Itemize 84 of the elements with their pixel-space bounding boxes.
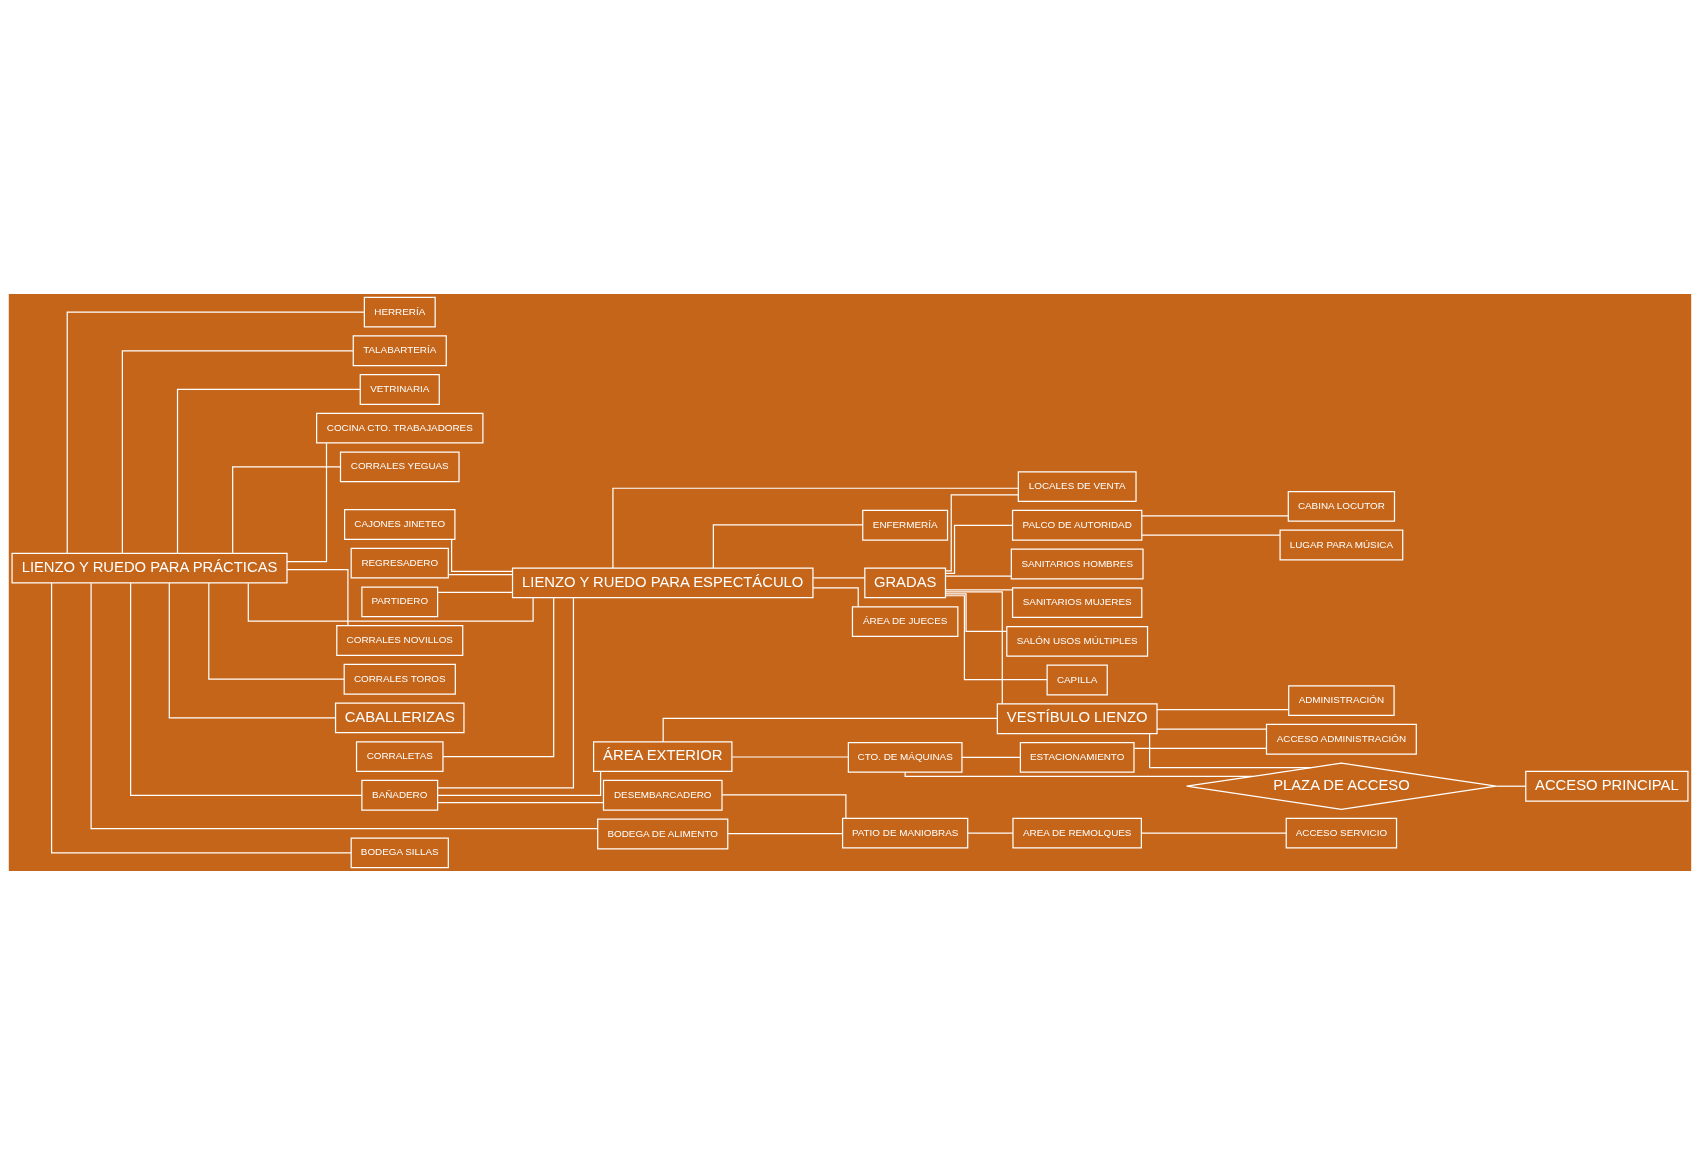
node-box: BAÑADERO xyxy=(361,779,439,811)
node-box: DESEMBARCADERO xyxy=(602,779,723,811)
connector xyxy=(1156,728,1268,730)
node-box: HERRERÍA xyxy=(363,296,436,328)
connector xyxy=(448,574,514,576)
node-box: PARTIDERO xyxy=(361,586,439,618)
node-box: CORRALES NOVILLOS xyxy=(336,625,464,656)
node-box: BODEGA DE ALIMENTO xyxy=(597,818,729,850)
node-box: TALABARTERÍA xyxy=(352,335,447,367)
node-box: LIENZO Y RUEDO PARA ESPECTÁCULO xyxy=(511,567,814,599)
node-box: CAJONES JINETEO xyxy=(344,509,456,540)
node-box: CABINA LOCUTOR xyxy=(1287,490,1396,522)
node-diamond: PLAZA DE ACCESO xyxy=(1186,762,1497,810)
node-box: ESTACIONAMIENTO xyxy=(1019,741,1135,773)
connector xyxy=(944,591,1003,705)
node-box: REGRESADERO xyxy=(350,547,449,579)
connector xyxy=(1156,709,1289,711)
node-box: CABALLERIZAS xyxy=(334,702,465,734)
connector xyxy=(247,582,534,622)
connector xyxy=(904,771,1254,777)
node-box: ADMINISTRACIÓN xyxy=(1288,685,1395,717)
node-box: SALÓN USOS MÚLTIPLES xyxy=(1006,625,1149,657)
node-box: LUGAR PARA MÚSICA xyxy=(1279,529,1404,561)
connector xyxy=(727,832,844,835)
connector xyxy=(176,388,361,554)
connector xyxy=(130,582,363,796)
connector xyxy=(232,466,341,554)
node-box: CAPILLA xyxy=(1046,664,1108,696)
node-box: GRADAS xyxy=(864,567,947,599)
connector xyxy=(967,832,1014,834)
connector xyxy=(944,575,1012,577)
connector xyxy=(437,770,602,796)
node-box: ÁREA EXTERIOR xyxy=(593,741,733,772)
node-box: ACCESO SERVICIO xyxy=(1285,817,1398,849)
connector xyxy=(50,582,352,854)
connector xyxy=(1133,747,1268,749)
node-box: LOCALES DE VENTA xyxy=(1017,471,1137,503)
node-box: ACCESO ADMINISTRACIÓN xyxy=(1265,723,1417,755)
node-box: CTO. DE MÁQUINAS xyxy=(847,741,963,773)
connector xyxy=(945,595,1048,681)
node-box: CORRALETAS xyxy=(355,741,444,772)
connector xyxy=(712,524,864,569)
connector xyxy=(121,350,354,554)
connector xyxy=(451,538,513,572)
node-box: PATIO DE MANIOBRAS xyxy=(841,817,969,849)
node-box: SANITARIOS MUJERES xyxy=(1011,587,1143,619)
connector xyxy=(944,589,1014,591)
node-box: VESTÍBULO LIENZO xyxy=(996,703,1158,735)
connector xyxy=(1495,785,1527,787)
node-box: ACCESO PRINCIPAL xyxy=(1525,770,1689,802)
node-box: SANITARIOS HOMBRES xyxy=(1010,548,1144,580)
node-box: ENFERMERÍA xyxy=(862,509,949,541)
connector xyxy=(208,582,345,680)
connector xyxy=(437,591,513,593)
node-box: CORRALES YEGUAS xyxy=(339,451,460,483)
connector xyxy=(1141,534,1281,536)
node-box: ÁREA DE JUECES xyxy=(851,606,959,638)
connector xyxy=(1140,832,1287,834)
connector xyxy=(945,524,1013,575)
connector xyxy=(437,597,575,789)
node-box: AREA DE REMOLQUES xyxy=(1012,817,1142,849)
node-box: PALCO DE AUTORIDAD xyxy=(1011,509,1143,541)
connector xyxy=(286,569,349,627)
node-box: BODEGA SILLAS xyxy=(350,837,449,869)
connector xyxy=(612,487,1019,569)
node-box: LIENZO Y RUEDO PARA PRÁCTICAS xyxy=(11,552,288,584)
connector xyxy=(961,756,1021,759)
connector xyxy=(437,802,605,804)
connector xyxy=(812,577,866,579)
connector xyxy=(442,597,555,758)
connector xyxy=(944,494,1019,572)
connector xyxy=(286,442,328,563)
node-box: CORRALES TOROS xyxy=(343,663,456,695)
connector xyxy=(168,582,336,719)
node-box: VETRINARIA xyxy=(359,374,440,405)
connector xyxy=(662,717,998,743)
node-box: COCINA CTO. TRABAJADORES xyxy=(316,412,484,444)
connector xyxy=(945,593,1008,633)
connector xyxy=(731,756,849,758)
connector xyxy=(90,582,599,830)
connector xyxy=(812,587,859,608)
connector xyxy=(66,311,365,554)
connector xyxy=(1141,515,1289,517)
connector xyxy=(721,794,847,819)
